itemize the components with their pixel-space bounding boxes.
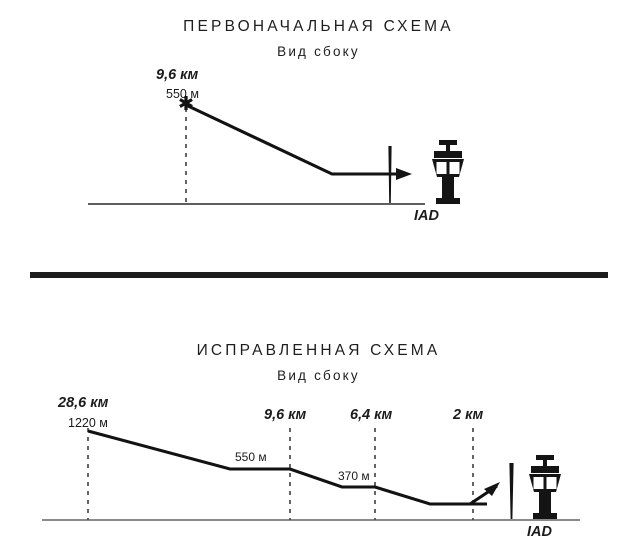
corrected-waypoint-altitude-1: 1220 м <box>68 416 108 430</box>
control-tower-icon <box>529 455 561 519</box>
original-scheme-panel: ПЕРВОНАЧАЛЬНАЯ СХЕМА Вид сбоку 9,6 км 55… <box>0 0 637 265</box>
corrected-scheme-panel: ИСПРАВЛЕННАЯ СХЕМА Вид сбоку 28,6 км 122… <box>0 300 637 557</box>
corrected-scheme-profile <box>42 428 580 521</box>
runway-threshold-marker-icon <box>388 146 392 203</box>
original-waypoint-distance-1: 9,6 км <box>156 67 199 83</box>
corrected-waypoint-distance-4: 2 км <box>453 407 484 423</box>
runway-threshold-marker-icon <box>509 463 514 519</box>
corrected-waypoint-distance-3: 6,4 км <box>350 407 393 423</box>
original-waypoint-altitude-1: 550 м <box>166 87 199 101</box>
corrected-waypoint-distance-1: 28,6 км <box>58 395 109 411</box>
corrected-step-altitude-550: 550 м <box>235 450 267 464</box>
corrected-scheme-subtitle: Вид сбоку <box>277 368 360 383</box>
original-airport-label: IAD <box>414 208 439 224</box>
arrow-right-icon <box>396 168 412 180</box>
climb-arrowhead-icon <box>484 482 500 496</box>
control-tower-icon <box>432 140 464 204</box>
approach-path <box>87 429 487 506</box>
corrected-waypoint-distance-2: 9,6 км <box>264 407 307 423</box>
corrected-scheme-title: ИСПРАВЛЕННАЯ СХЕМА <box>196 342 441 359</box>
approach-path <box>185 103 396 176</box>
original-scheme-profile <box>88 96 464 205</box>
original-scheme-title: ПЕРВОНАЧАЛЬНАЯ СХЕМА <box>183 18 454 35</box>
section-divider <box>30 272 608 278</box>
corrected-step-altitude-370: 370 м <box>338 469 370 483</box>
corrected-airport-label: IAD <box>527 524 552 540</box>
asterisk-fix-icon <box>179 96 193 110</box>
original-scheme-subtitle: Вид сбоку <box>277 44 360 59</box>
